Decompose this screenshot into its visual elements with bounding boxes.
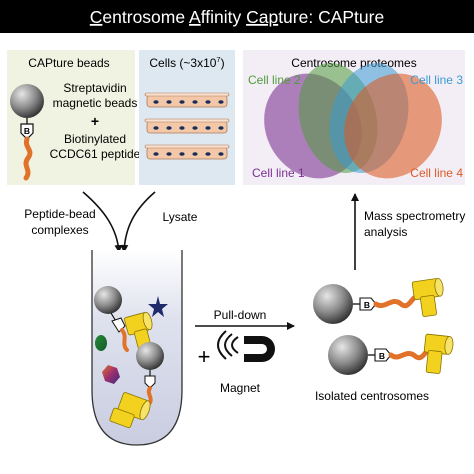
ccdc61-peptide-icon — [23, 136, 33, 181]
peptide-bead-arrow — [82, 191, 123, 253]
cell-nucleus-icon — [153, 152, 159, 156]
isolated-peptide-1 — [373, 295, 417, 309]
beads-line-magnetic: magnetic beads — [53, 96, 138, 110]
test-tube — [91, 250, 183, 446]
proteome-panel-title: Centrosome proteomes — [291, 56, 416, 70]
cell-nucleus-icon — [166, 152, 172, 156]
beads-panel-title: CAPture beads — [28, 56, 109, 70]
beads-line-biotinylated: Biotinylated — [64, 132, 126, 146]
cell-line-1-label: Cell line 1 — [252, 166, 305, 180]
isolated-centrosomes-label: Isolated centrosomes — [315, 389, 429, 403]
isolated-bead-1-biotin-letter: B — [364, 300, 370, 310]
tube-centrosome-2-icon — [109, 392, 151, 429]
biotin-tag-letter: B — [24, 126, 30, 136]
cell-nucleus-icon — [218, 126, 224, 130]
cell-nucleus-icon — [179, 126, 185, 130]
magnet-icon — [244, 336, 275, 362]
isolated-peptide-2 — [388, 347, 431, 361]
cell-nucleus-icon — [205, 100, 211, 104]
magnetic-bead-icon — [10, 84, 44, 118]
star-contaminant-icon — [148, 296, 168, 317]
convergence-arrows: Peptide-bead complexes Lysate — [24, 191, 198, 253]
beads-line-peptide: CCDC61 peptide — [50, 147, 141, 161]
capture-beads-panel: CAPture beads B Streptavidin magnetic be… — [7, 50, 141, 185]
field-line-1 — [231, 336, 239, 354]
cell-nucleus-icon — [153, 126, 159, 130]
cells-panel-background — [139, 50, 235, 185]
tube-bead-1-icon — [94, 286, 122, 314]
cell-nucleus-icon — [179, 152, 185, 156]
field-line-2 — [224, 333, 233, 357]
cell-line-4-label: Cell line 4 — [410, 166, 463, 180]
cell-nucleus-icon — [192, 152, 198, 156]
cell-line-3-label: Cell line 3 — [410, 73, 463, 87]
cell-nucleus-icon — [218, 100, 224, 104]
cell-nucleus-icon — [166, 126, 172, 130]
hexagon-contaminant-icon — [102, 365, 120, 384]
isolated-bead-2-biotin-letter: B — [379, 351, 385, 361]
cell-nucleus-icon — [153, 100, 159, 104]
cell-nucleus-icon — [192, 100, 198, 104]
title-bar: Centrosome Affinity Capture: CAPture — [0, 0, 474, 33]
mass-spec-label-line2: analysis — [364, 225, 407, 239]
tube-centrosome-1-icon — [124, 311, 153, 352]
tube-bead-2-biotin — [144, 375, 156, 389]
lysate-label: Lysate — [163, 210, 198, 224]
venn-ellipse-cell-line-4 — [344, 73, 442, 179]
cell-nucleus-icon — [192, 126, 198, 130]
magnet-group: + Magnet — [198, 330, 275, 395]
cells-panel: Cells (~3x107) — [139, 50, 235, 185]
tube-bead-2-icon — [136, 342, 164, 370]
isolated-centrosome-2-icon — [423, 333, 454, 374]
green-contaminant-icon — [95, 335, 107, 351]
pull-down-label: Pull-down — [214, 308, 267, 322]
pull-down-step: Pull-down — [195, 308, 295, 330]
cell-nucleus-icon — [166, 100, 172, 104]
lysate-arrow — [120, 191, 156, 253]
culture-dish — [144, 144, 230, 160]
cell-nucleus-icon — [218, 152, 224, 156]
cell-line-2-label: Cell line 2 — [248, 73, 301, 87]
tube-bead-1-peptide — [120, 328, 129, 352]
isolated-bead-1-biotin — [359, 297, 377, 311]
culture-dishes — [144, 92, 230, 160]
isolated-bead-2-icon — [328, 335, 368, 375]
isolated-bead-2-biotin — [374, 348, 392, 362]
isolated-bead-1-icon — [313, 284, 353, 324]
isolated-centrosome-1-icon — [411, 277, 444, 317]
beads-plus: + — [91, 113, 99, 129]
beads-line-streptavidin: Streptavidin — [63, 81, 126, 95]
mass-spec-step: Mass spectrometry analysis — [351, 193, 465, 270]
isolated-centrosomes: B B Isolated centrosomes — [313, 277, 454, 403]
figure-title: Centrosome Affinity Capture: CAPture — [90, 7, 384, 27]
cell-nucleus-icon — [179, 100, 185, 104]
proteome-panel: Centrosome proteomes Cell line 2 Cell li… — [243, 50, 465, 185]
peptide-bead-label-line1: Peptide-bead — [24, 207, 95, 221]
culture-dish — [144, 92, 230, 108]
cells-panel-title: Cells (~3x107) — [149, 55, 224, 70]
peptide-bead-label-line2: complexes — [31, 223, 88, 237]
cell-nucleus-icon — [205, 152, 211, 156]
magnet-label: Magnet — [220, 381, 261, 395]
cell-nucleus-icon — [205, 126, 211, 130]
mass-spec-label-line1: Mass spectrometry — [364, 209, 465, 223]
field-line-3 — [217, 330, 227, 360]
culture-dish — [144, 118, 230, 134]
biotin-tag-icon — [20, 123, 34, 140]
title-background — [0, 0, 474, 33]
magnet-plus: + — [198, 344, 211, 369]
